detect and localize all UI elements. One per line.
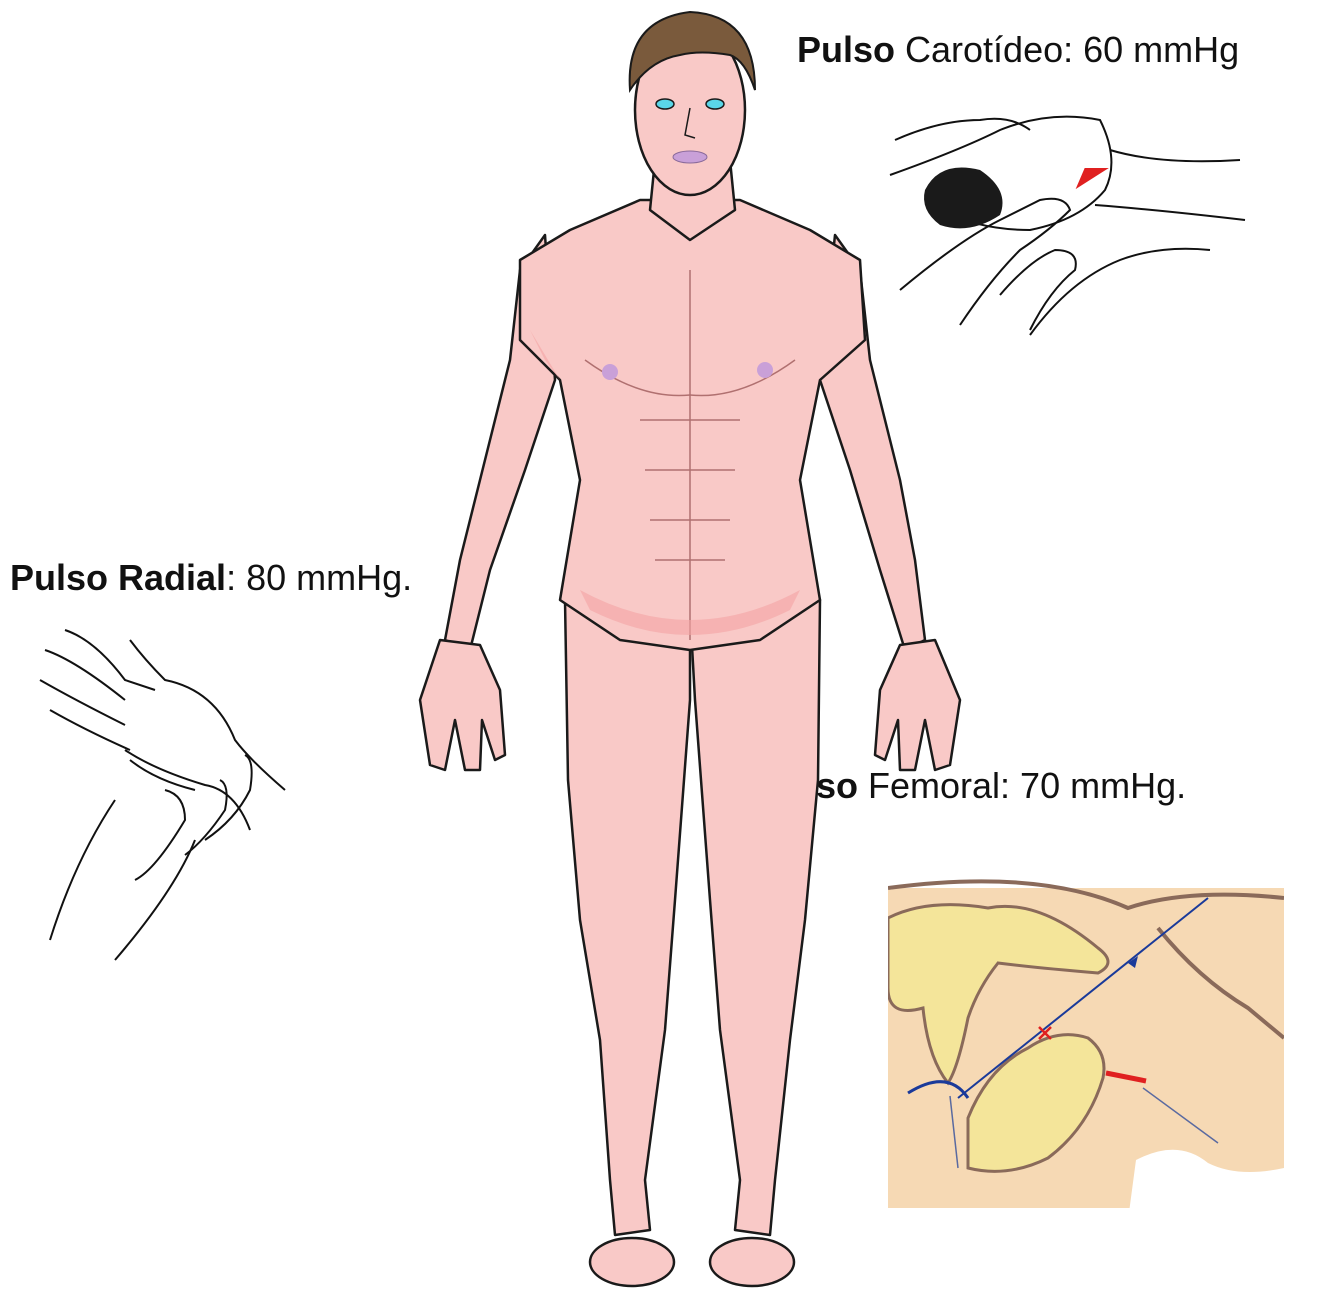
- left-foot: [590, 1238, 674, 1286]
- right-foot: [710, 1238, 794, 1286]
- right-eye: [706, 99, 724, 109]
- radial-pulse-illustration: [35, 620, 295, 970]
- right-leg: [690, 600, 820, 1235]
- hair-dark: [924, 168, 1003, 229]
- right-hand: [875, 640, 960, 770]
- left-eye: [656, 99, 674, 109]
- right-nipple: [757, 362, 773, 378]
- left-nipple: [602, 364, 618, 380]
- femoral-pulse-illustration: [888, 868, 1284, 1220]
- carotid-pulse-illustration: [880, 90, 1250, 355]
- carotid-red-arrow: [1080, 170, 1102, 184]
- lips: [673, 151, 707, 163]
- left-leg: [565, 600, 690, 1235]
- left-hand: [420, 640, 505, 770]
- torso: [520, 200, 865, 650]
